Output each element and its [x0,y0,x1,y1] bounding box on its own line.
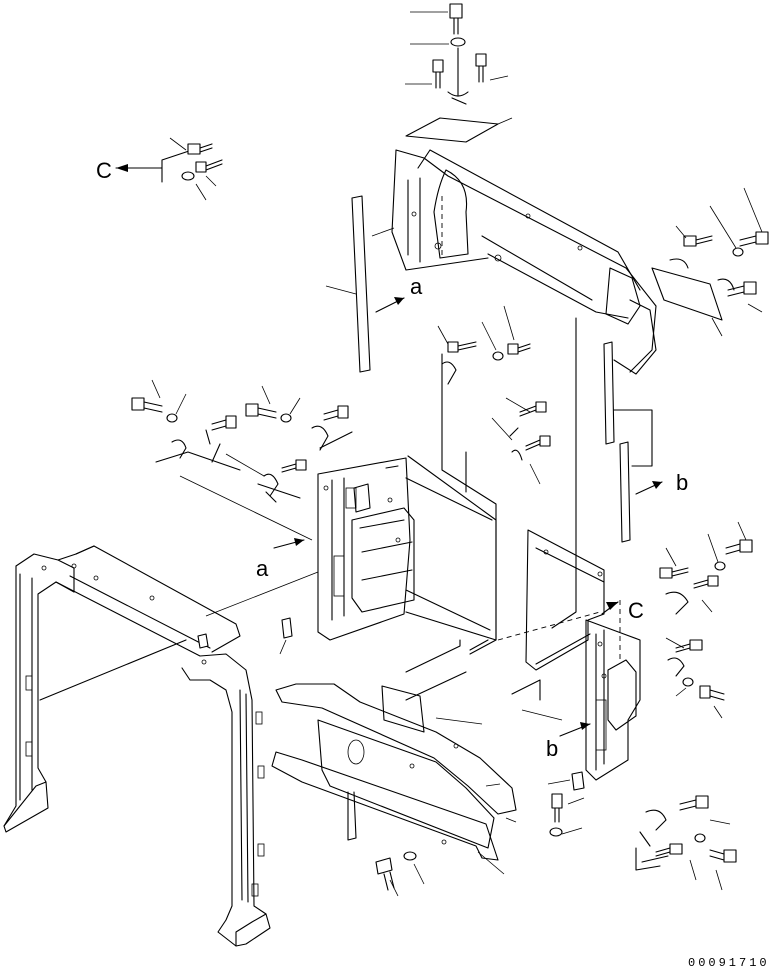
top-bolt-stack [405,3,509,105]
upper-frame-assembly [371,117,657,375]
lower-plates [271,639,585,897]
seal-strips-right: b [603,341,688,543]
right-bracket-fasteners [651,187,769,337]
right-panel-assembly: C b [497,529,644,781]
view-c-indicator-top: C [96,137,223,201]
center-top-fasteners [437,305,551,485]
view-c-label-mid: C [628,598,644,623]
arrow-b-label-right: b [676,470,688,495]
part-reference-number: 00091710 [688,956,770,969]
arrow-a-label-mid: a [256,556,269,581]
right-mid-fasteners [635,521,753,891]
left-mid-fasteners: a [131,379,353,655]
arrow-a-label-top: a [410,274,423,299]
left-roll-frame [3,545,319,947]
view-c-label-top: C [96,158,112,183]
seal-strip-left: a [325,195,423,373]
center-panel-assembly [317,317,577,655]
arrow-b-label-low: b [546,736,558,761]
